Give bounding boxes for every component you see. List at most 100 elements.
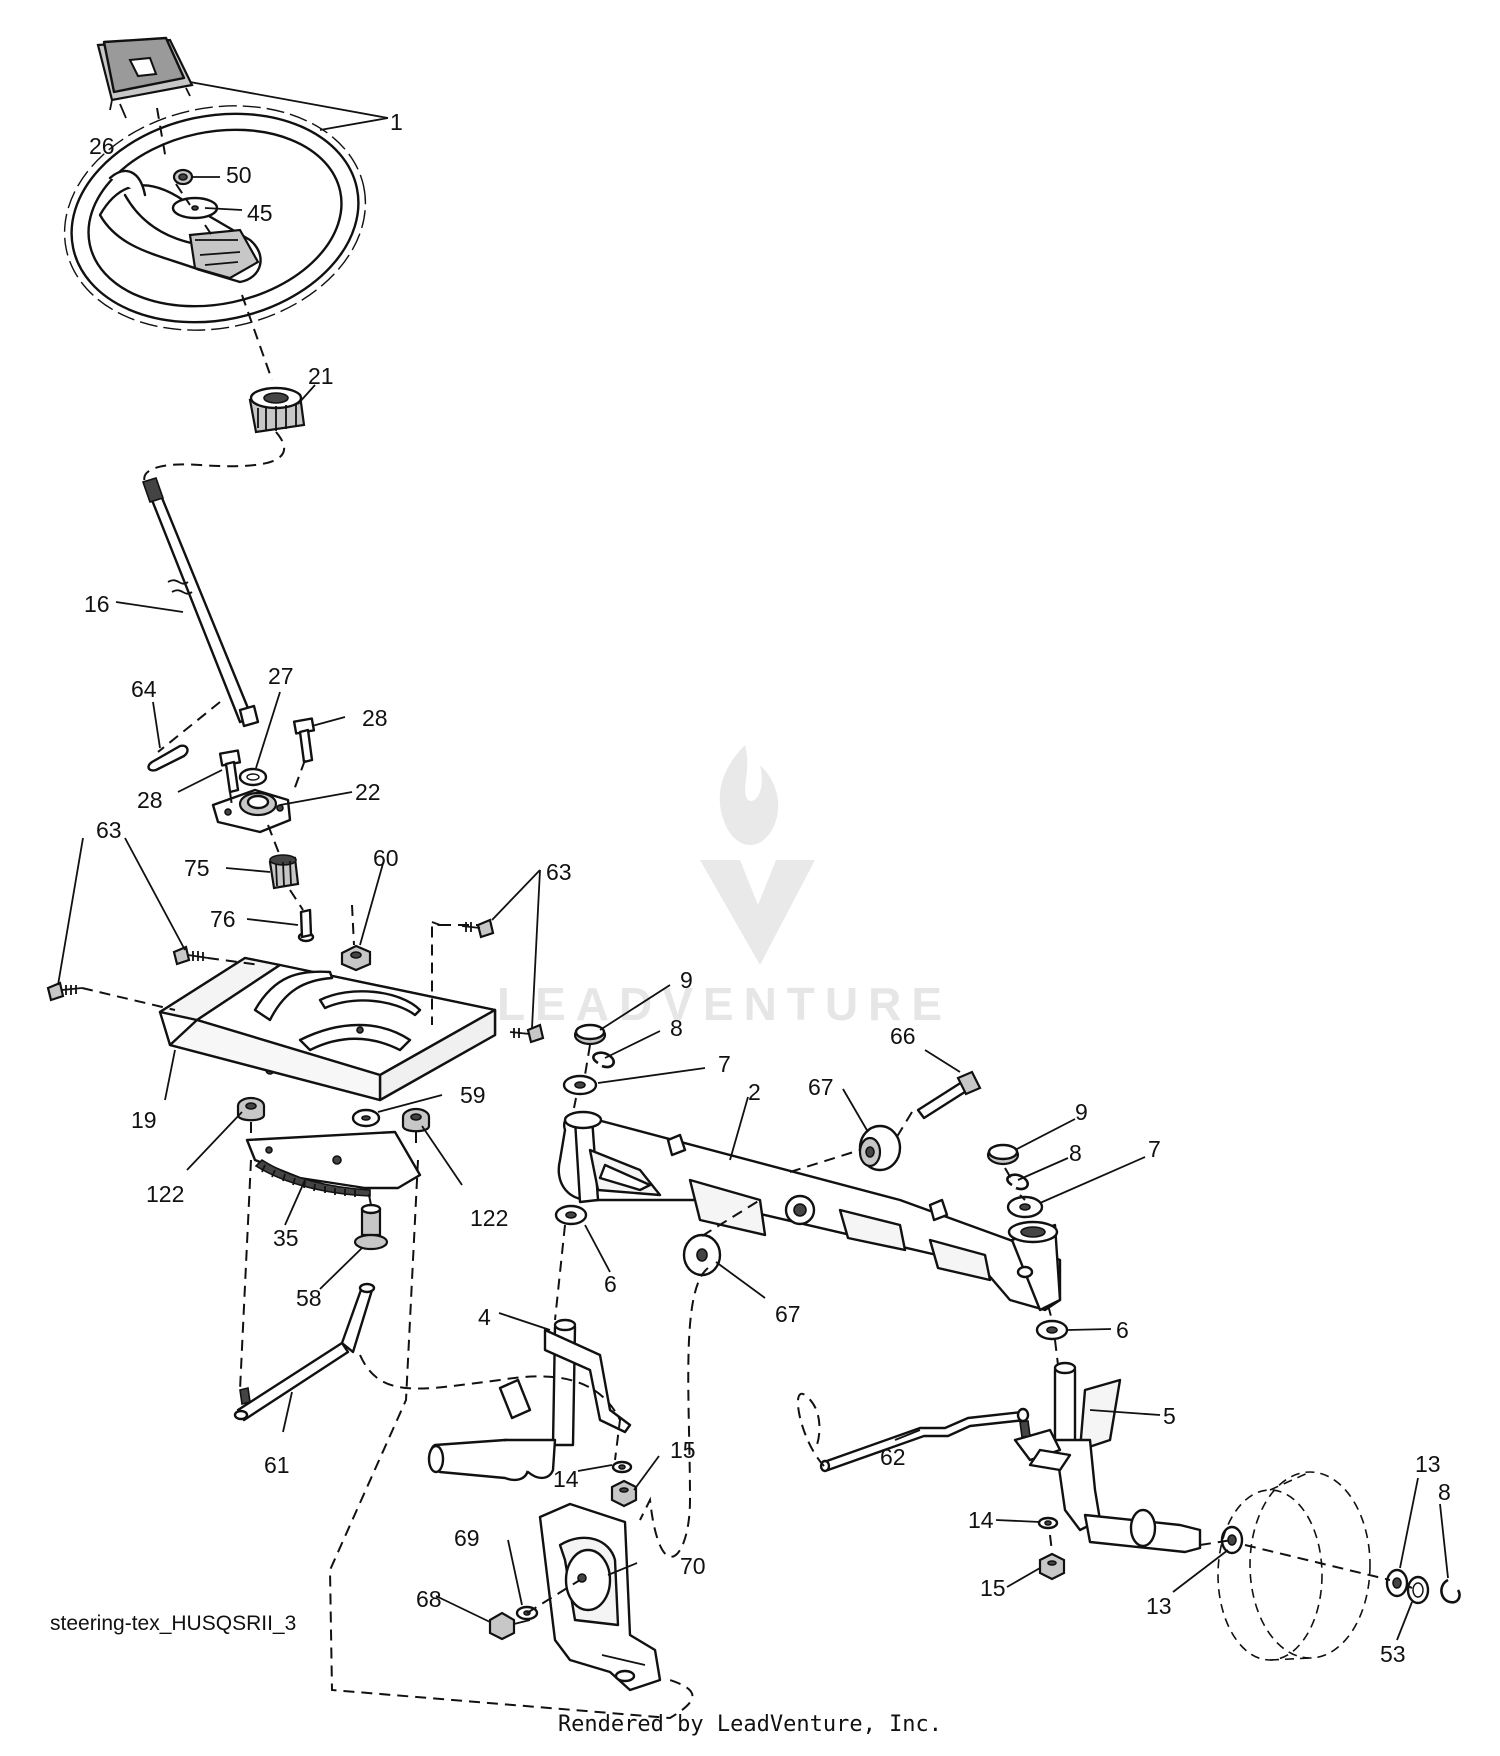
spindle-4	[427, 1318, 632, 1482]
spindle-5	[1013, 1361, 1202, 1554]
callout-7-left: 7	[718, 1051, 731, 1077]
callout-70: 70	[680, 1553, 706, 1579]
callout-35: 35	[273, 1225, 299, 1251]
callout-21: 21	[308, 363, 334, 389]
screw-63-b	[172, 945, 209, 966]
callout-45: 45	[247, 200, 273, 226]
callout-9-left: 9	[680, 967, 693, 993]
pivot-bolt-66	[916, 1070, 982, 1120]
callout-66: 66	[890, 1023, 916, 1049]
pinion-gear-75	[268, 854, 300, 890]
callout-122-left: 122	[146, 1181, 184, 1207]
callout-76: 76	[210, 906, 236, 932]
callout-9-right: 9	[1075, 1099, 1088, 1125]
steering-wheel	[63, 105, 367, 331]
cap-9-left	[573, 1023, 607, 1046]
callout-59: 59	[460, 1082, 486, 1108]
front-axle-2	[557, 1110, 1062, 1312]
callout-63-right: 63	[546, 859, 572, 885]
bolt-68	[488, 1611, 531, 1641]
callout-64: 64	[131, 676, 157, 702]
drag-link-61	[233, 1282, 376, 1422]
callout-60: 60	[373, 845, 399, 871]
callout-13-bottom: 13	[1146, 1593, 1172, 1619]
assembly-lines	[81, 107, 1413, 1720]
washer-13-outer	[1385, 1568, 1409, 1598]
washer-14-right	[1037, 1516, 1059, 1530]
callout-8-right: 8	[1069, 1140, 1082, 1166]
cotter-pin-64	[147, 744, 189, 772]
callout-28-right: 28	[362, 705, 388, 731]
callout-15-left: 15	[670, 1437, 696, 1463]
bearing-bracket-22	[211, 788, 292, 834]
callout-22: 22	[355, 779, 381, 805]
callout-68: 68	[416, 1586, 442, 1612]
drag-link-62	[819, 1407, 1031, 1473]
callout-15-right: 15	[980, 1575, 1006, 1601]
callout-19: 19	[131, 1107, 157, 1133]
washer-13-inner	[1220, 1525, 1244, 1555]
callout-67-top: 67	[808, 1074, 834, 1100]
callout-63-left: 63	[96, 817, 122, 843]
steering-wheel-cap	[96, 36, 194, 111]
spacer-67-bottom	[682, 1233, 722, 1277]
callout-50: 50	[226, 162, 252, 188]
callout-26: 26	[89, 133, 115, 159]
callout-2: 2	[748, 1079, 761, 1105]
callout-61: 61	[264, 1452, 290, 1478]
bolt-28-right	[292, 717, 316, 764]
bolt-58	[353, 1203, 389, 1251]
callout-8-wheel: 8	[1438, 1479, 1451, 1505]
callout-13-top: 13	[1415, 1451, 1441, 1477]
callout-5: 5	[1163, 1403, 1176, 1429]
washer-53	[1406, 1575, 1430, 1605]
nut-15-left	[610, 1479, 638, 1508]
callout-8-left: 8	[670, 1015, 683, 1041]
bolt-28-left	[218, 749, 242, 794]
front-wheel	[1217, 1471, 1371, 1661]
callout-62: 62	[880, 1444, 906, 1470]
callout-69: 69	[454, 1525, 480, 1551]
washer-45	[171, 196, 219, 220]
callout-27: 27	[268, 663, 294, 689]
callout-16: 16	[84, 591, 110, 617]
callout-122-right: 122	[470, 1205, 508, 1231]
screw-63-d	[509, 1023, 545, 1044]
watermark-text: LEADVENTURE	[497, 978, 952, 1030]
spacer-67-top	[858, 1124, 902, 1172]
callout-1: 1	[390, 109, 403, 135]
callout-28-left: 28	[137, 787, 163, 813]
callout-14-left: 14	[553, 1466, 579, 1492]
callout-75: 75	[184, 855, 210, 881]
callout-14-right: 14	[968, 1507, 994, 1533]
nut-15-right	[1038, 1552, 1066, 1581]
washer-6-left	[554, 1204, 588, 1226]
rendered-by-footer: Rendered by LeadVenture, Inc.	[557, 1712, 943, 1737]
screw-63-c	[461, 918, 495, 939]
washer-27	[238, 767, 268, 787]
cap-9-right	[986, 1143, 1020, 1166]
screw-63-a	[46, 981, 83, 1002]
clip-8-wheel	[1440, 1578, 1461, 1604]
nut-50	[172, 168, 194, 186]
callouts: 1 26 50 45 21 16 64 27 28 28 22 63 75 60…	[84, 109, 1451, 1667]
callout-53: 53	[1380, 1641, 1406, 1667]
callout-7-right: 7	[1148, 1136, 1161, 1162]
steering-plate-19	[158, 956, 497, 1102]
washer-59	[351, 1108, 381, 1128]
washer-7-right	[1006, 1195, 1044, 1219]
steering-shaft-16	[141, 477, 260, 728]
callout-6-right: 6	[1116, 1317, 1129, 1343]
callout-67-bottom: 67	[775, 1301, 801, 1327]
adapter-21	[248, 386, 306, 434]
washer-7-left	[562, 1074, 598, 1096]
callout-6-left: 6	[604, 1271, 617, 1297]
washer-14-left	[611, 1460, 633, 1474]
bushing-122-left	[236, 1096, 266, 1122]
diagram-caption: steering-tex_HUSQSRII_3	[50, 1612, 297, 1635]
bolt-76	[297, 908, 315, 943]
callout-4: 4	[478, 1304, 491, 1330]
callout-58: 58	[296, 1285, 322, 1311]
leader-lines	[57, 81, 1449, 1641]
